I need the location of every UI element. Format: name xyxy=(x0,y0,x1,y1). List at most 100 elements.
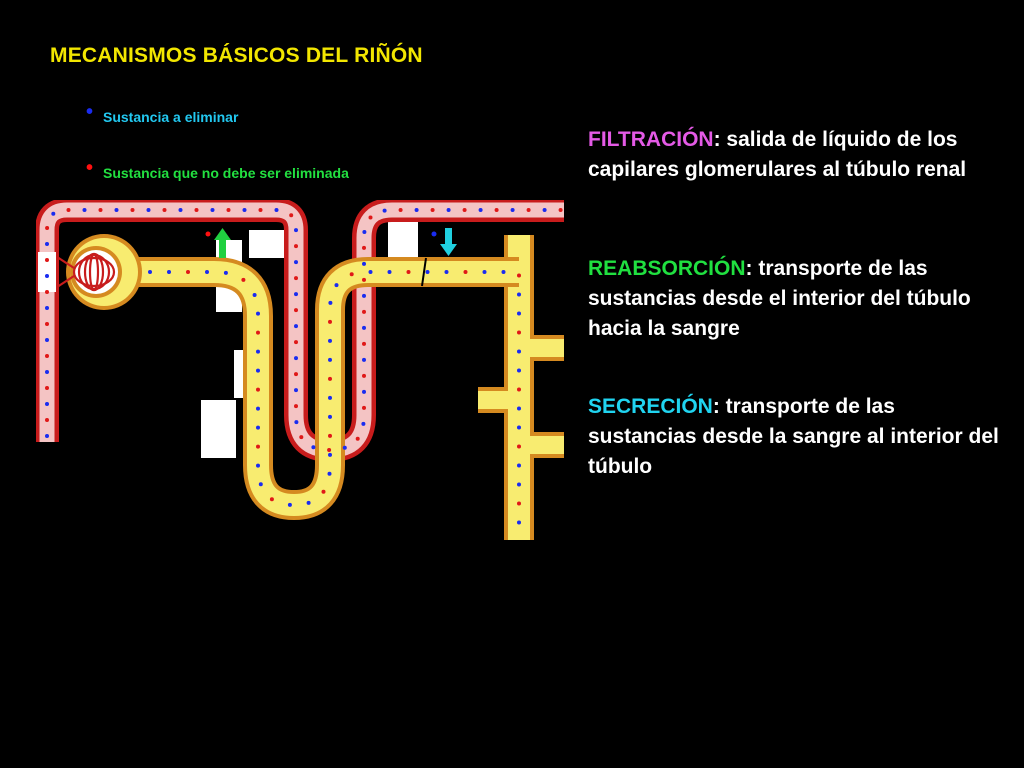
particle-dot xyxy=(178,208,183,212)
particle-dot xyxy=(256,425,260,430)
particle-dot xyxy=(242,208,247,212)
particle-dot xyxy=(45,306,49,310)
particle-dot xyxy=(368,215,373,220)
particle-dot xyxy=(114,208,119,212)
particle-dot xyxy=(294,324,298,329)
particle-dot xyxy=(517,520,521,525)
glomerulus-icon xyxy=(53,252,116,292)
particle-dot xyxy=(45,242,49,246)
particle-dot xyxy=(517,406,521,411)
particle-dot xyxy=(274,208,279,212)
particle-dot xyxy=(406,270,411,274)
particle-dot xyxy=(45,434,49,438)
particle-dot xyxy=(482,270,487,274)
filtration-term: FILTRACIÓN xyxy=(588,128,714,151)
particle-dot xyxy=(287,502,292,507)
particle-dot xyxy=(398,208,403,212)
blue-dot-icon: • xyxy=(86,101,94,123)
renal-tubule xyxy=(136,257,519,520)
particle-dot xyxy=(252,293,257,297)
particle-dot xyxy=(45,226,50,230)
particle-dot xyxy=(368,270,373,274)
legend-item-eliminate: • Sustancia a eliminar xyxy=(86,101,238,125)
particle-dot xyxy=(478,208,483,212)
particle-dot xyxy=(45,290,49,294)
particle-dot xyxy=(430,208,435,212)
nephron-diagram xyxy=(36,200,564,540)
particle-dot xyxy=(328,395,332,400)
particle-dot xyxy=(241,277,246,282)
particle-dot xyxy=(306,500,311,505)
particle-dot xyxy=(542,208,547,212)
particle-dot xyxy=(205,270,209,274)
particle-dot xyxy=(494,208,499,212)
particle-dot xyxy=(256,330,260,335)
reabsorption-description: REABSORCIÓN: transporte de las sustancia… xyxy=(588,254,1008,344)
particle-dot xyxy=(311,445,316,450)
particle-dot xyxy=(148,270,152,274)
legend-label: Sustancia que no debe ser eliminada xyxy=(103,165,349,181)
particle-dot xyxy=(328,414,332,419)
particle-dot xyxy=(355,436,360,441)
particle-dot xyxy=(256,349,260,354)
particle-dot xyxy=(462,208,467,212)
particle-dot xyxy=(517,349,521,354)
particle-dot xyxy=(517,387,521,392)
particle-dot xyxy=(463,270,468,274)
particle-dot xyxy=(349,272,354,277)
particle-dot xyxy=(146,208,151,212)
particle-dot xyxy=(321,489,326,494)
particle-dot xyxy=(362,405,366,410)
tubule-particles xyxy=(148,270,521,525)
particle-dot xyxy=(45,418,49,422)
particle-dot xyxy=(517,482,521,487)
particle-dot xyxy=(45,338,49,342)
particle-dot xyxy=(517,425,521,430)
particle-dot xyxy=(382,208,387,213)
particle-dot xyxy=(414,208,419,212)
particle-dot xyxy=(223,270,228,275)
filtration-text: : salida de líquido de los capilares glo… xyxy=(588,128,967,181)
particle-dot xyxy=(45,258,49,262)
particle-dot xyxy=(194,208,199,212)
particle-dot xyxy=(45,354,49,358)
particle-dot xyxy=(294,228,298,233)
particle-dot xyxy=(256,406,260,411)
particle-dot xyxy=(186,270,190,274)
particle-dot xyxy=(294,420,299,425)
particle-dot xyxy=(387,270,392,274)
particle-dot xyxy=(328,319,332,324)
reabsorption-text: : transporte de las sustancias desde el … xyxy=(588,257,971,340)
particle-dot xyxy=(362,277,366,282)
particle-dot xyxy=(328,452,332,457)
particle-dot xyxy=(444,270,449,274)
secretion-description: SECRECIÓN: transporte de las sustancias … xyxy=(588,392,1008,482)
red-dot-icon xyxy=(205,231,211,237)
filtration-description: FILTRACIÓN: salida de líquido de los cap… xyxy=(588,125,1008,185)
particle-dot xyxy=(51,211,56,216)
page-title: MECANISMOS BÁSICOS DEL RIÑÓN xyxy=(50,44,423,67)
particle-dot xyxy=(558,208,563,212)
particle-dot xyxy=(289,213,294,218)
particle-dot xyxy=(361,421,366,426)
particle-dot xyxy=(294,276,298,281)
reabsorption-term: REABSORCIÓN xyxy=(588,257,746,280)
afferent-arteriole xyxy=(38,252,56,292)
particle-dot xyxy=(294,404,298,409)
particle-dot xyxy=(294,356,298,361)
particle-dot xyxy=(362,341,366,346)
particle-dot xyxy=(362,245,366,250)
particle-dot xyxy=(342,445,347,450)
particle-dot xyxy=(328,338,332,343)
particle-dot xyxy=(294,260,298,265)
particle-dot xyxy=(294,388,298,393)
particle-dot xyxy=(256,387,260,392)
secretion-text: : transporte de las sustancias desde la … xyxy=(588,395,999,478)
particle-dot xyxy=(130,208,135,212)
particle-dot xyxy=(162,208,167,212)
particle-dot xyxy=(362,309,366,314)
particle-dot xyxy=(501,270,506,274)
particle-dot xyxy=(328,376,332,381)
particle-dot xyxy=(328,357,332,362)
particle-dot xyxy=(256,444,260,449)
